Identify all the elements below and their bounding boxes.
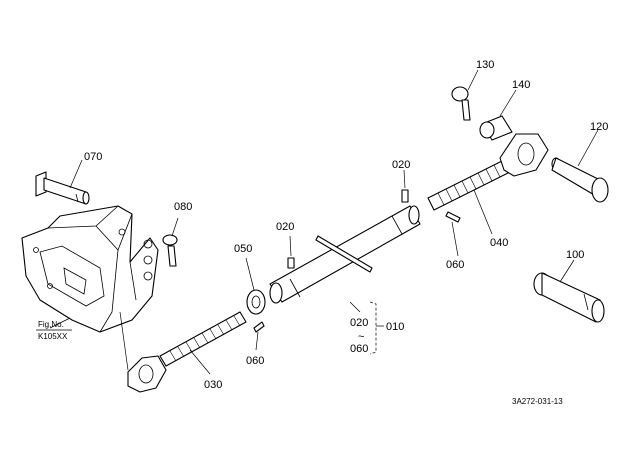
callout-060-left: 060 (246, 355, 264, 367)
hitch-link-line (119, 311, 129, 371)
lock-nut-050 (246, 289, 266, 315)
callout-040: 040 (490, 237, 508, 249)
callout-010: 010 (386, 321, 404, 333)
pin-070 (35, 171, 90, 205)
linch-pin-080 (162, 234, 178, 267)
callout-100: 100 (566, 249, 584, 261)
callout-020-right: 020 (392, 159, 410, 171)
pin-100 (533, 272, 605, 323)
pin-120 (551, 157, 609, 203)
callout-050: 050 (234, 243, 252, 255)
spring-pin-a (253, 321, 265, 333)
spring-pin-b (445, 211, 461, 223)
callout-070: 070 (84, 151, 102, 163)
fig-ref-line1: Fig.No. (38, 320, 64, 329)
hitch-bracket (21, 205, 159, 371)
callout-020-left: 020 (276, 221, 294, 233)
leader-lines (49, 69, 599, 375)
linch-pin-130 (451, 86, 471, 121)
callout-120: 120 (590, 121, 608, 133)
threaded-rod-040 (427, 133, 549, 211)
callout-130: 130 (476, 59, 494, 71)
callout-020-range-start: 020 (350, 317, 368, 329)
callout-140: 140 (512, 79, 530, 91)
fig-ref-line2: K105XX (38, 332, 68, 341)
bushing-140 (479, 115, 513, 141)
threaded-rod-030 (127, 311, 247, 393)
callout-080: 080 (174, 201, 192, 213)
callout-060-range-end: 060 (350, 343, 368, 355)
drawing-code: 3A272-031-13 (512, 397, 563, 406)
grease-fitting-a (287, 257, 295, 269)
turnbuckle-body (269, 205, 421, 304)
figure-reference-box: Fig.No. K105XX (36, 320, 72, 341)
grease-fitting-b (401, 189, 409, 203)
callout-060-right: 060 (446, 259, 464, 271)
range-tilde: ~ (358, 331, 364, 343)
callout-030: 030 (204, 379, 222, 391)
